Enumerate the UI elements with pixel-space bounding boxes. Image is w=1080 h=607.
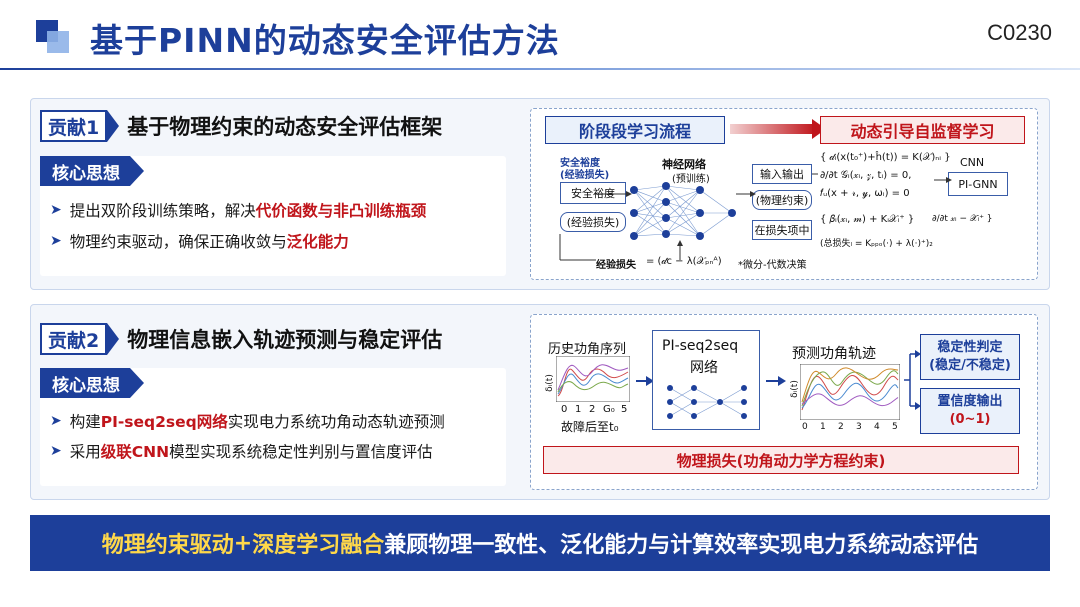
confidence-title: 置信度输出 (937, 394, 1003, 410)
net-label-2: 网络 (690, 360, 718, 376)
equation-6: ∂/∂t 𝓍ᵢ − 𝒳ᵢ⁺ } (932, 214, 993, 224)
summary-plus: + (233, 530, 253, 556)
equation-2: ∂/∂t 𝒢ᵢ(𝓍ᵢ, 𝓏, tᵢ) = 0, (820, 170, 912, 181)
prediction-trajectory-plot (800, 364, 900, 420)
history-label: 历史功角序列 (548, 342, 627, 357)
arrow-shaft-icon (766, 380, 780, 382)
bullet-highlight: 泛化能力 (286, 233, 349, 251)
bottom-loss-label: 经验损失 (596, 260, 636, 271)
bullet-1-1: ➤ 提出双阶段训练策略，解决代价函数与非凸训练瓶颈 (50, 199, 426, 221)
prediction-ylabel: δᵢ(t) (789, 380, 800, 398)
bullet-chevron-icon: ➤ (50, 202, 62, 218)
bullet-text: 实现电力系统功角动态轨迹预测 (227, 413, 445, 431)
bullet-highlight: PI-seq2seq网络 (100, 413, 228, 431)
bullet-text: 模型实现系统稳定性判别与置信度评估 (169, 443, 433, 461)
summary-highlight-2: 深度学习融合 (252, 533, 385, 558)
pred-tick-2: 2 (838, 422, 844, 432)
pred-tick-0: 0 (802, 422, 808, 432)
pred-tick-5: 5 (892, 422, 898, 432)
diagram-1-connectors (559, 173, 952, 261)
arrow-right-icon (778, 376, 786, 386)
equation-4: { 𝛽ᵢ(𝓍ᵢ, 𝓂) + Kᵢ𝒳ᵢ⁺ } (820, 214, 915, 225)
equation-3: 𝑓ᵤ(x + 𝓇, 𝓎, ωᵢ) = 0 (820, 188, 910, 199)
bullet-chevron-icon: ➤ (50, 233, 62, 249)
core-idea-label: 核心思想 (52, 375, 120, 396)
output-branch-connector (904, 350, 921, 410)
logo-square-light (47, 31, 69, 53)
history-tick-2: 2 (589, 404, 596, 415)
arrow-right-icon (646, 376, 654, 386)
net-label-1: PI-seq2seq (662, 338, 739, 354)
empirical-box: (经验损失) (560, 212, 626, 232)
bullet-text: 构建 (69, 413, 101, 431)
physics-constraint-box: (物理约束) (752, 190, 812, 210)
arrow-shaft-icon (636, 380, 648, 382)
stability-title: 稳定性判定 (937, 340, 1003, 356)
cnn-label: CNN (960, 156, 985, 169)
bullet-chevron-icon: ➤ (50, 413, 62, 429)
bullet-text: 采用 (69, 443, 101, 461)
margin-sublabel: (经验损失) (560, 170, 610, 181)
confidence-sub: (0~1) (949, 412, 991, 427)
margin-label: 安全裕度 (560, 158, 600, 169)
chevron-right-icon (107, 110, 120, 142)
history-tick-0: 0 (561, 404, 568, 415)
equation-5: (总损失ₗ = Kₚₚₒ(·) + λ(·)⁺)₂ (820, 239, 933, 249)
io-box: 输入输出 (752, 164, 812, 184)
core-idea-label: 核心思想 (52, 163, 120, 184)
contribution-1-heading: 贡献1 基于物理约束的动态安全评估框架 (40, 110, 442, 142)
contribution-1-title: 基于物理约束的动态安全评估框架 (127, 115, 443, 139)
contribution-2-heading: 贡献2 物理信息嵌入轨迹预测与稳定评估 (40, 323, 442, 355)
header-divider (0, 68, 1080, 70)
confidence-output-box: 置信度输出 (0~1) (920, 388, 1020, 434)
page-code: C0230 (987, 20, 1052, 45)
summary-text: 兼顾物理一致性、泛化能力与计算效率实现电力系统动态评估 (384, 533, 979, 558)
stability-judgment-box: 稳定性判定 (稳定/不稳定) (920, 334, 1020, 380)
pred-tick-4: 4 (874, 422, 880, 432)
bullet-highlight: 代价函数与非凸训练瓶颈 (255, 202, 427, 220)
history-trajectory-plot (556, 356, 630, 402)
core-idea-tag-2: 核心思想 (40, 368, 144, 398)
equation-1: { 𝒹ᵢ(x(t₀⁺)+ĥ(t)) = K(𝒳)ₙᵢ } (820, 152, 951, 163)
bullet-chevron-icon: ➤ (50, 443, 62, 459)
physics-loss-bar: 物理损失(功角动力学方程约束) (543, 446, 1019, 474)
self-supervised-title: 动态引导自监督学习 (820, 116, 1025, 144)
history-tick-4: 5 (621, 404, 628, 415)
loss-term-box: 在损失项中 (752, 220, 812, 240)
contribution-2-title: 物理信息嵌入轨迹预测与稳定评估 (127, 328, 443, 352)
nn-sublabel: (预训练) (672, 174, 710, 185)
history-tick-3: G₀ (603, 404, 615, 415)
bullet-text: 物理约束驱动，确保正确收敛与 (69, 233, 287, 251)
contribution-2-badge: 贡献2 (40, 323, 108, 355)
seq2seq-network-icon (667, 385, 747, 419)
page-title: 基于PINN的动态安全评估方法 (90, 21, 560, 60)
summary-banner: 物理约束驱动+深度学习融合兼顾物理一致性、泛化能力与计算效率实现电力系统动态评估 (30, 515, 1050, 571)
core-idea-tag-1: 核心思想 (40, 156, 144, 186)
contribution-1-badge: 贡献1 (40, 110, 108, 142)
neural-network-icon (630, 182, 736, 240)
bottom-loss-formula: = (𝒹c − λ(𝒳ₚₙᴬ) (646, 256, 722, 267)
history-tick-1: 1 (575, 404, 582, 415)
pi-gnn-box: PI-GNN (948, 172, 1008, 196)
pred-tick-3: 3 (856, 422, 862, 432)
nn-label: 神经网络 (662, 158, 706, 171)
prediction-label: 预测功角轨迹 (792, 346, 876, 362)
pred-tick-1: 1 (820, 422, 826, 432)
stability-sub: (稳定/不稳定) (929, 358, 1011, 373)
history-ylabel: δᵢ(t) (544, 374, 555, 392)
stage-arrow-icon (730, 124, 816, 134)
fault-label: 故障后至t₀ (561, 420, 619, 434)
bullet-text: 提出双阶段训练策略，解决 (69, 202, 256, 220)
chevron-right-icon (107, 323, 120, 355)
bottom-loss-note: *微分-代数决策 (738, 260, 807, 271)
stage-learning-title: 阶段段学习流程 (545, 116, 725, 144)
margin-box: 安全裕度 (560, 182, 626, 204)
bullet-1-2: ➤ 物理约束驱动，确保正确收敛与泛化能力 (50, 230, 349, 252)
bullet-highlight: 级联CNN (100, 443, 170, 461)
summary-highlight-1: 物理约束驱动 (101, 533, 234, 558)
